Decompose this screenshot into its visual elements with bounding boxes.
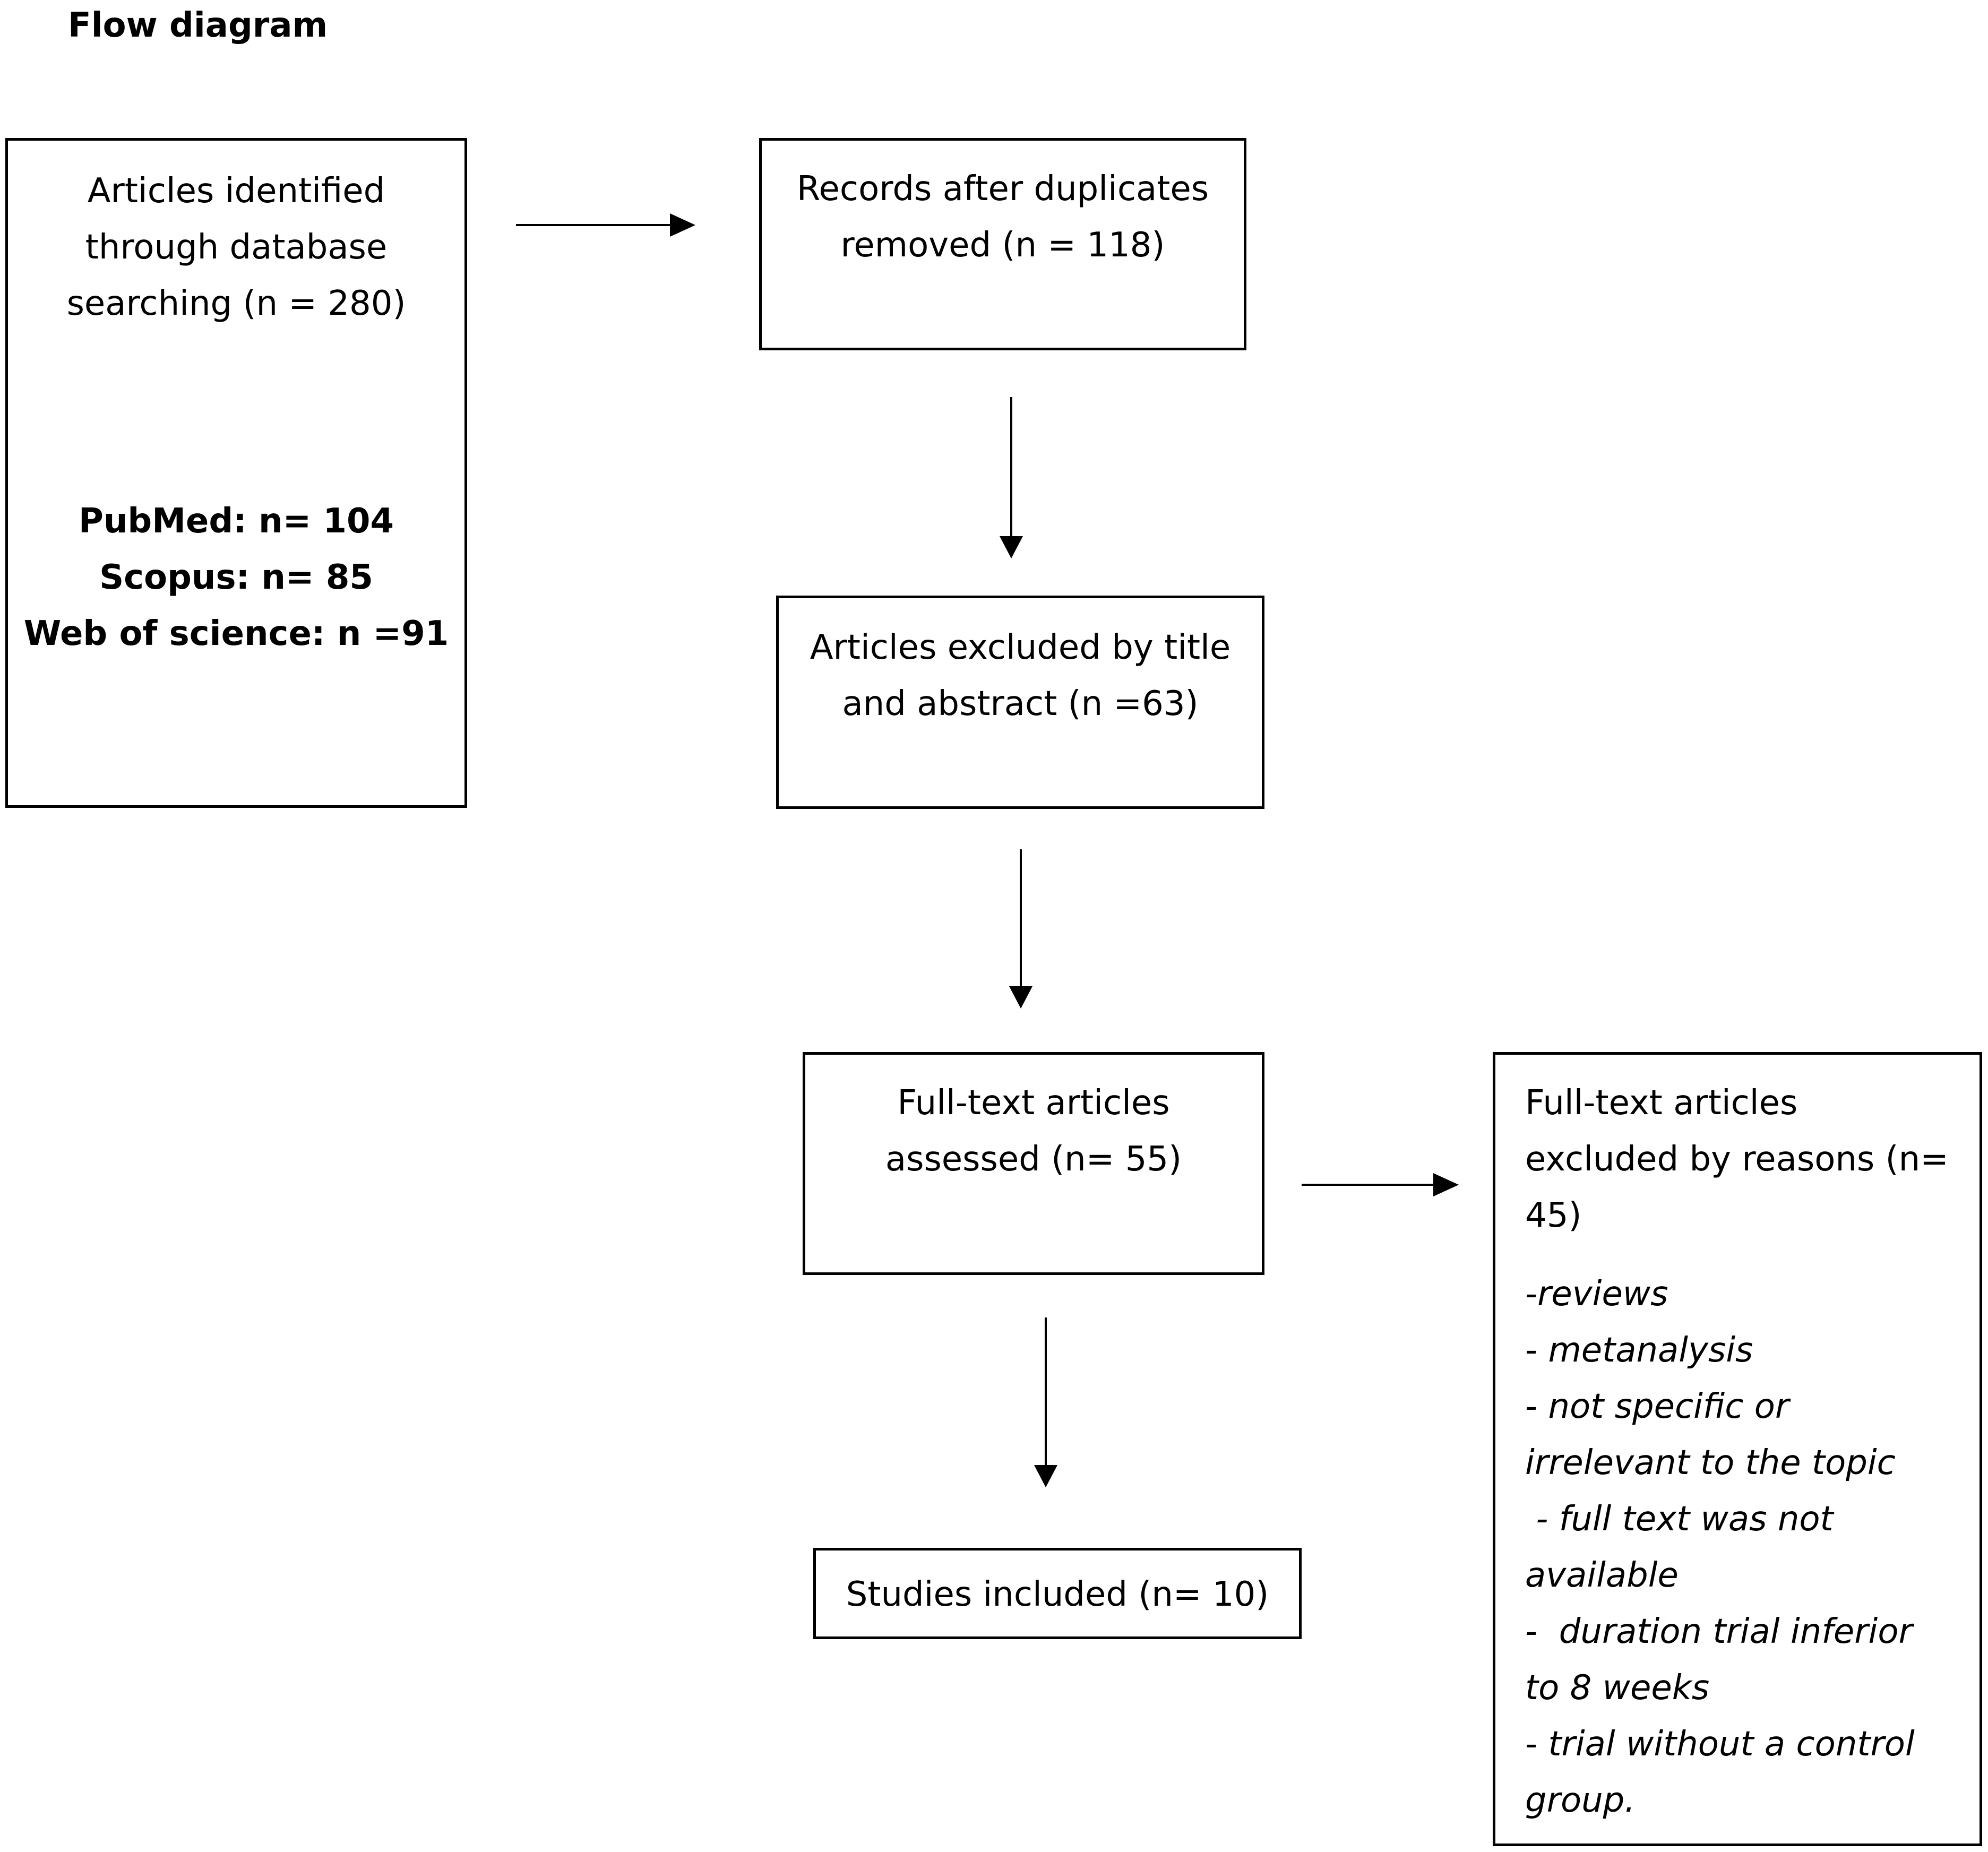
box-studies-included: Studies included (n= 10): [813, 1548, 1302, 1639]
reason-line: - trial without a control: [1525, 1725, 1915, 1764]
text-line: excluded by reasons (n=: [1525, 1140, 1949, 1179]
database-sources-list: PubMed: n= 104 Scopus: n= 85 Web of scie…: [8, 493, 464, 662]
reason-line: available: [1525, 1556, 1679, 1595]
text-line: Full-text articles: [897, 1083, 1170, 1123]
reason-line: - duration trial inferior: [1525, 1612, 1913, 1651]
box-fulltext-assessed: Full-text articles assessed (n= 55): [803, 1052, 1264, 1275]
text-line: through database: [85, 228, 388, 267]
box-excluded-by-title-abstract: Articles excluded by title and abstract …: [776, 596, 1264, 809]
box-fulltext-assessed-text: Full-text articles assessed (n= 55): [805, 1075, 1262, 1187]
box-records-after-duplicates-text: Records after duplicates removed (n = 11…: [762, 161, 1244, 273]
box-studies-included-text: Studies included (n= 10): [816, 1566, 1299, 1623]
text-line: and abstract (n =63): [842, 684, 1199, 723]
reason-line: group.: [1525, 1781, 1636, 1820]
box-records-after-duplicates: Records after duplicates removed (n = 11…: [759, 138, 1246, 350]
source-web-of-science: Web of science: n =91: [23, 614, 449, 653]
reason-line: - not specific or: [1525, 1387, 1789, 1426]
box-articles-identified: Articles identified through database sea…: [5, 138, 467, 808]
reason-line: - full text was not: [1525, 1500, 1834, 1539]
text-line: searching (n = 280): [66, 284, 406, 323]
arrow-excluded-title-to-fulltext: [1009, 849, 1032, 1009]
arrow-duplicates-to-excluded-title: [1000, 397, 1023, 558]
arrow-fulltext-to-excluded-reasons: [1302, 1173, 1459, 1196]
source-scopus: Scopus: n= 85: [99, 558, 373, 597]
text-line: removed (n = 118): [840, 226, 1165, 265]
box-excluded-by-title-abstract-text: Articles excluded by title and abstract …: [779, 619, 1262, 732]
diagram-title: Flow diagram: [68, 6, 328, 45]
text-line: assessed (n= 55): [885, 1140, 1182, 1179]
text-line: Records after duplicates: [796, 169, 1209, 209]
text-line: Articles identified: [87, 171, 385, 211]
source-pubmed: PubMed: n= 104: [78, 502, 394, 541]
arrow-identified-to-duplicates: [516, 213, 695, 237]
arrow-fulltext-to-included: [1034, 1317, 1057, 1487]
box-fulltext-excluded-reasons-text: Full-text articles excluded by reasons (…: [1525, 1075, 1980, 1244]
reason-line: to 8 weeks: [1525, 1668, 1710, 1708]
text-line: Articles excluded by title: [810, 628, 1231, 667]
text-line: Studies included (n= 10): [846, 1575, 1269, 1614]
reason-line: irrelevant to the topic: [1525, 1443, 1896, 1483]
text-line: 45): [1525, 1196, 1582, 1235]
box-articles-identified-text: Articles identified through database sea…: [8, 163, 464, 332]
reason-line: -reviews: [1525, 1274, 1668, 1314]
box-fulltext-excluded-reasons: Full-text articles excluded by reasons (…: [1493, 1052, 1982, 1846]
reason-line: - metanalysis: [1525, 1331, 1753, 1370]
exclusion-reasons-list: -reviews - metanalysis - not specific or…: [1525, 1266, 1980, 1829]
text-line: Full-text articles: [1525, 1083, 1798, 1123]
